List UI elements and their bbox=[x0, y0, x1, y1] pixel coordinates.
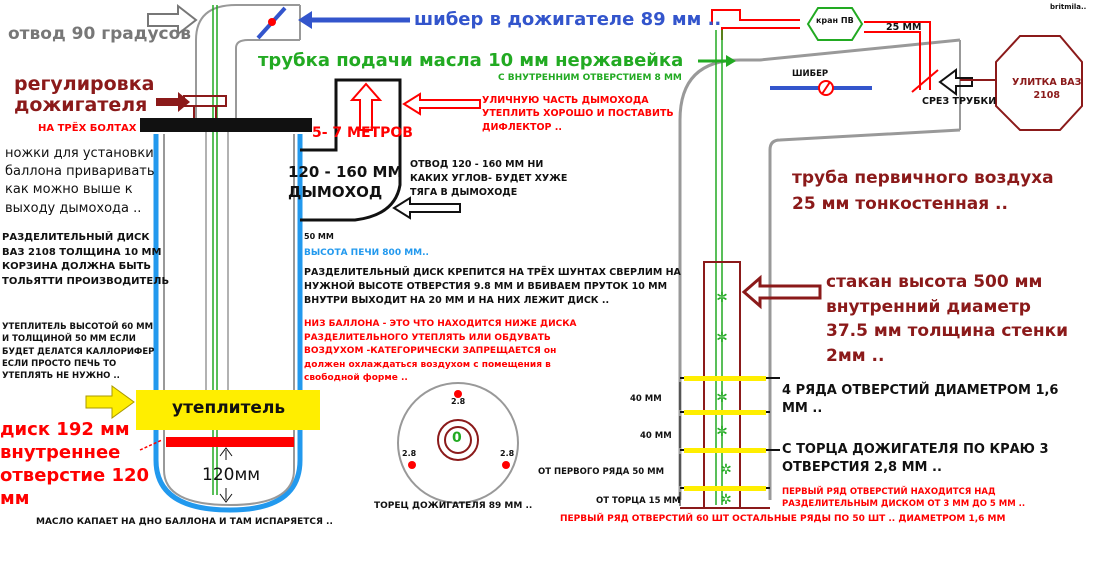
burner-outer-pipe bbox=[678, 38, 961, 500]
cup-star: ✲ bbox=[716, 290, 728, 306]
oil-pipe-down bbox=[910, 21, 931, 90]
row-yellow bbox=[684, 410, 766, 415]
label-insulation: утеплитель bbox=[172, 398, 286, 418]
label-burner-adjust: регулировка дожигателя bbox=[14, 73, 155, 116]
chimney-box bbox=[300, 78, 402, 222]
cylinder-insulation bbox=[153, 134, 303, 513]
end-face-hole-top bbox=[454, 390, 462, 398]
label-end-center: 0 bbox=[452, 430, 462, 446]
insulation-arrow bbox=[85, 385, 135, 419]
oil-pipe bbox=[711, 9, 800, 25]
row-yellow bbox=[684, 486, 766, 491]
end-face-ring-outer bbox=[437, 419, 479, 461]
elbow-outline-arrow bbox=[147, 3, 198, 37]
cut-arrow bbox=[938, 68, 973, 96]
label-oil-tube: трубка подачи масла 10 мм нержавейка bbox=[258, 50, 684, 71]
row-yellow bbox=[684, 376, 766, 381]
label-stove-height: ВЫСОТА ПЕЧИ 800 ММ.. bbox=[304, 248, 429, 258]
label-legs: ножки для установки баллона приваривать … bbox=[5, 146, 155, 216]
label-disk-mount: РАЗДЕЛИТЕЛЬНЫЙ ДИСК КРЕПИТСЯ НА ТРЁХ ШУН… bbox=[304, 267, 681, 306]
row-yellow bbox=[684, 448, 766, 453]
label-first-row-count: ПЕРВЫЙ РЯД ОТВЕРСТИЙ 60 ШТ ОСТАЛЬНЫЕ РЯД… bbox=[560, 514, 1006, 524]
cup-star: ✲ bbox=[716, 390, 728, 406]
volute-octagon-icon bbox=[995, 35, 1083, 131]
cup-arrow bbox=[741, 274, 822, 310]
cylinder-lid bbox=[140, 118, 312, 132]
oil-pipe-2 bbox=[721, 27, 800, 40]
adjust-plate bbox=[183, 95, 227, 107]
oil-pipe-cut bbox=[911, 69, 939, 93]
label-chimney: 120 - 160 ММ ДЫМОХОД bbox=[288, 163, 403, 201]
label-shiber-89: шибер в дожигателе 89 мм .. bbox=[414, 9, 722, 30]
label-cut: СРЕЗ ТРУБКИ bbox=[922, 96, 997, 107]
label-50mm: 50 ММ bbox=[304, 232, 334, 241]
separating-disk bbox=[166, 437, 294, 447]
cup-star: ✲ bbox=[720, 462, 732, 478]
cup-star: ✲ bbox=[720, 492, 732, 508]
label-disk-2108: РАЗДЕЛИТЕЛЬНЫЙ ДИСК ВАЗ 2108 ТОЛЩИНА 10 … bbox=[2, 232, 170, 287]
dim-120-down-head bbox=[219, 493, 233, 503]
cup-star: ✲ bbox=[716, 330, 728, 346]
label-watermark: britmila.. bbox=[1050, 3, 1087, 11]
dim-120-up-head bbox=[219, 447, 233, 457]
shiber-axis-icon bbox=[268, 18, 276, 26]
label-cup: стакан высота 500 мм внутренний диаметр … bbox=[826, 272, 1069, 366]
elbow-note-arrow bbox=[392, 196, 461, 220]
cylinder-body bbox=[163, 134, 295, 507]
burner-inner-pipe bbox=[768, 128, 961, 500]
label-holes3: С ТОРЦА ДОЖИГАТЕЛЯ ПО КРАЮ 3 ОТВЕРСТИЯ 2… bbox=[782, 442, 1049, 476]
label-25mm: 25 ММ bbox=[886, 22, 922, 33]
label-insulate-outside: УЛИЧНУЮ ЧАСТЬ ДЫМОХОДА УТЕПЛИТЬ ХОРОШО И… bbox=[482, 95, 674, 133]
shiber-arrow-head bbox=[298, 11, 312, 29]
label-first-row-note: ПЕРВЫЙ РЯД ОТВЕРСТИЙ НАХОДИТСЯ НАД РАЗДЕ… bbox=[782, 487, 1026, 510]
label-40mm-a: 40 ММ bbox=[630, 394, 662, 404]
burner-pipe-inner bbox=[235, 39, 249, 120]
chimney-note-arrow bbox=[402, 92, 481, 116]
label-volute: УЛИТКА ВАЗ 2108 bbox=[1012, 77, 1082, 102]
label-from-end: ОТ ТОРЦА 15 ММ bbox=[596, 496, 681, 506]
label-end-hole-left: 2.8 bbox=[402, 449, 417, 458]
label-elbow-90: отвод 90 градусов bbox=[8, 24, 192, 44]
cup-star: ✲ bbox=[716, 424, 728, 440]
label-primary-air: труба первичного воздуха 25 мм тонкостен… bbox=[792, 168, 1054, 214]
label-inner-hole: С ВНУТРЕННИМ ОТВЕРСТИЕМ 8 ММ bbox=[498, 73, 682, 83]
label-40mm-b: 40 ММ bbox=[640, 431, 672, 441]
valve-hex-icon bbox=[806, 7, 864, 41]
label-rows4: 4 РЯДА ОТВЕРСТИЙ ДИАМЕТРОМ 1,6 ММ .. bbox=[782, 383, 1059, 417]
burner-pipe bbox=[195, 4, 237, 120]
label-three-bolts: НА ТРЁХ БОЛТАХ bbox=[38, 123, 137, 134]
label-disk-192: диск 192 мм внутреннее отверстие 120 мм bbox=[0, 419, 150, 510]
label-kran: кран ПВ bbox=[816, 16, 854, 25]
end-face-ring-inner bbox=[444, 426, 472, 454]
end-face-circle bbox=[397, 382, 519, 504]
label-bottom-note: НИЗ БАЛЛОНА - ЭТО ЧТО НАХОДИТСЯ НИЖЕ ДИС… bbox=[304, 319, 577, 383]
label-end-face: ТОРЕЦ ДОЖИГАТЕЛЯ 89 ММ .. bbox=[374, 501, 533, 511]
air-shiber-slash bbox=[821, 81, 831, 95]
label-from-first: ОТ ПЕРВОГО РЯДА 50 ММ bbox=[538, 467, 665, 477]
label-end-hole-top: 2.8 bbox=[451, 397, 466, 406]
end-face-hole-left bbox=[408, 461, 416, 469]
label-insulation-note: УТЕПЛИТЕЛЬ ВЫСОТОЙ 60 ММ И ТОЛЩИНОЙ 50 М… bbox=[2, 322, 155, 382]
label-shiber: ШИБЕР bbox=[792, 69, 829, 79]
chimney-up-arrow bbox=[349, 82, 383, 131]
end-face-hole-right bbox=[502, 461, 510, 469]
disk-arrow bbox=[139, 439, 163, 451]
label-elbow-note: ОТВОД 120 - 160 ММ НИ КАКИХ УГЛОВ- БУДЕТ… bbox=[410, 159, 568, 198]
label-120mm: 120мм bbox=[202, 465, 261, 485]
oil-tube-arrow-head bbox=[726, 55, 736, 67]
label-oil-drips: МАСЛО КАПАЕТ НА ДНО БАЛЛОНА И ТАМ ИСПАРЯ… bbox=[36, 517, 333, 527]
label-meters: 5- 7 МЕТРОВ bbox=[312, 125, 413, 141]
adjust-arrow bbox=[156, 92, 190, 112]
label-end-hole-right: 2.8 bbox=[500, 449, 515, 458]
insulation-band bbox=[136, 390, 320, 430]
